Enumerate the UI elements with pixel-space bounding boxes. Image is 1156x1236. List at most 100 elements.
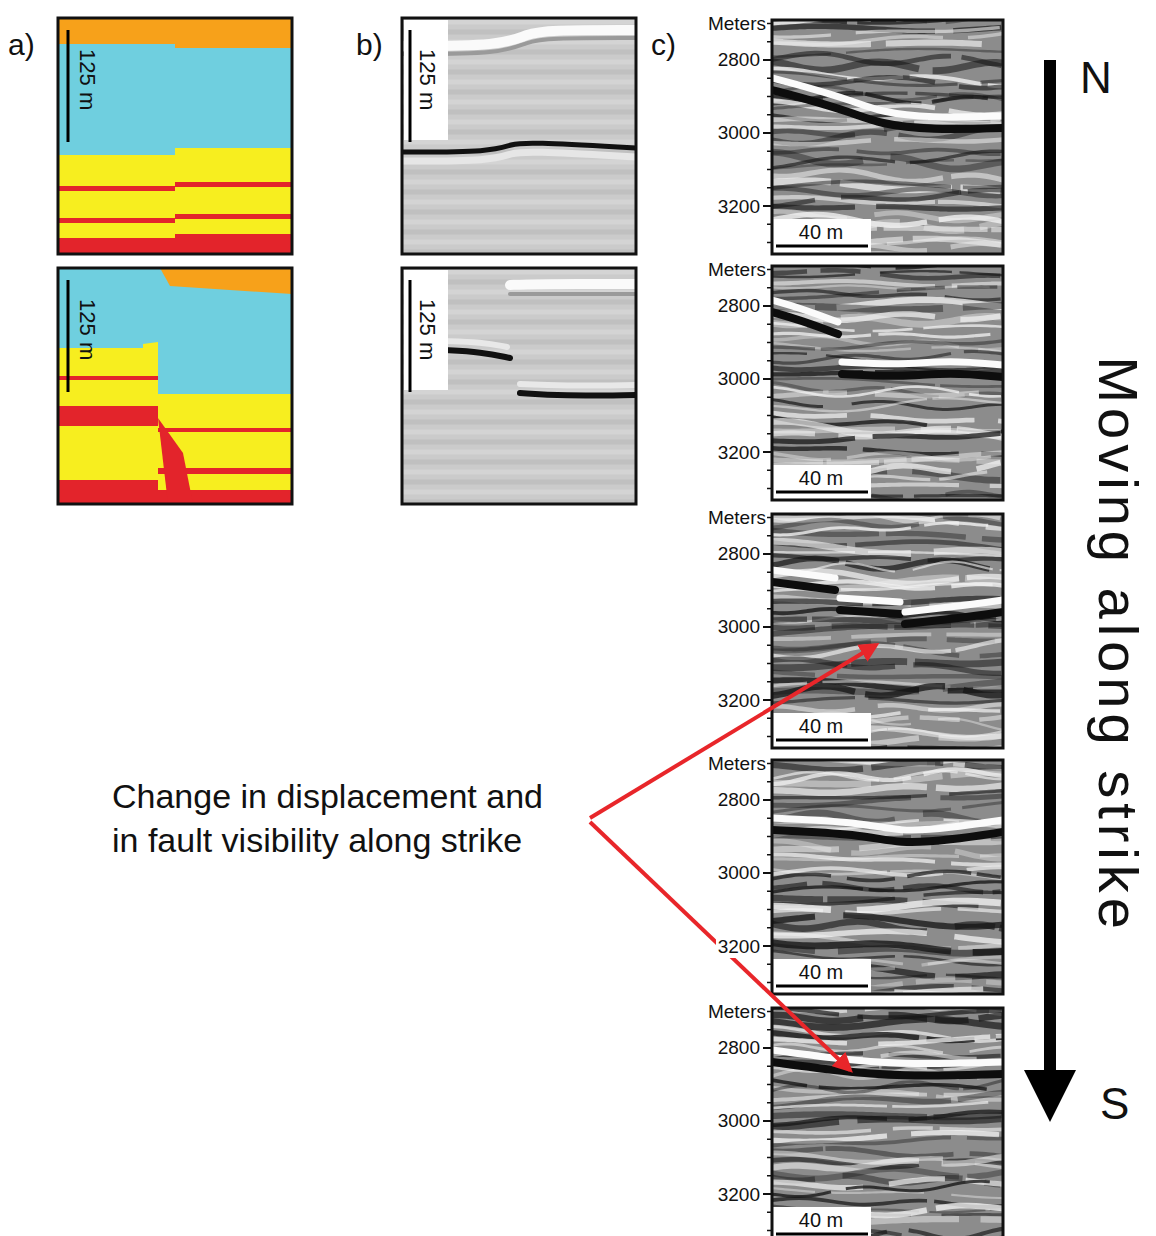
seismic-reflector [842, 362, 1003, 365]
seismic-trace [933, 97, 973, 101]
model-layer [175, 148, 292, 254]
scale-label: 125 m [415, 49, 440, 110]
seismic-trace [772, 446, 847, 451]
synthetic-trace [402, 470, 636, 475]
panel-border [58, 18, 292, 254]
seismic-trace [968, 190, 1003, 191]
scale-bar [67, 280, 70, 392]
synthetic-trace [402, 460, 636, 465]
seismic-trace [939, 736, 1003, 739]
seismic-trace [772, 898, 895, 904]
seismic-trace [772, 157, 895, 168]
seismic-trace [960, 193, 1003, 196]
tick-label: 3000 [716, 616, 762, 638]
seismic-trace [851, 661, 907, 663]
seismic-trace [920, 717, 960, 719]
seismic-trace [846, 49, 1003, 53]
seismic-trace [936, 785, 1003, 789]
seismic-reflector [840, 610, 900, 614]
seismic-trace [980, 81, 1003, 83]
scale-label: 40 m [799, 467, 843, 490]
seismic-trace [873, 433, 1001, 437]
seismic-trace [904, 956, 1003, 965]
seismic-trace [875, 393, 979, 396]
seismic-trace [966, 159, 1003, 162]
synthetic-trace [402, 210, 636, 215]
seismic-reflector [772, 830, 1003, 842]
seismic-trace [980, 654, 1003, 656]
model-layer [175, 234, 292, 254]
seismic-trace [955, 924, 995, 926]
tick-label: 2800 [716, 789, 762, 811]
seismic-trace [913, 562, 993, 570]
model-layer [58, 18, 292, 254]
seismic-reflector [772, 312, 838, 334]
seismic-trace [772, 399, 927, 411]
model-layer [160, 268, 292, 294]
tick-label: 3000 [716, 122, 762, 144]
synthetic-reflector [442, 341, 507, 347]
seismic-trace [965, 578, 1003, 582]
seismic-trace [846, 1181, 990, 1190]
seismic-trace [963, 305, 1003, 307]
seismic-trace [955, 640, 1003, 650]
seismic-trace [884, 228, 988, 229]
seismic-trace [841, 192, 961, 199]
model-layer [58, 218, 175, 223]
seismic-trace [951, 244, 1003, 247]
seismic-trace [772, 887, 863, 893]
seismic-trace [946, 492, 1002, 497]
seismic-trace [772, 551, 855, 554]
synthetic-reflector [520, 384, 636, 386]
seismic-trace [772, 37, 943, 45]
seismic-trace [772, 773, 911, 784]
seismic-trace [884, 453, 1003, 462]
model-layer [58, 186, 175, 191]
panel-border [772, 760, 1003, 994]
model-layer [158, 428, 292, 432]
seismic-panel [772, 760, 1003, 994]
seismic-trace [924, 892, 1003, 895]
model-layer [58, 238, 175, 254]
seismic-trace [772, 671, 815, 674]
seismic-trace [871, 762, 943, 767]
model-panel [58, 268, 292, 504]
seismic-trace [934, 550, 1003, 552]
callout-arrow [590, 645, 876, 818]
seismic-trace [897, 287, 945, 290]
scale-label: 40 m [799, 961, 843, 984]
strike-arrow-head [1024, 1070, 1076, 1122]
model-layer [58, 18, 175, 44]
seismic-panel [772, 514, 1003, 748]
seismic-trace [838, 432, 1003, 437]
seismic-trace [821, 341, 1003, 350]
seismic-trace [772, 188, 959, 195]
synthetic-trace [402, 190, 636, 195]
seismic-trace [878, 334, 990, 337]
synthetic-trace [402, 170, 636, 175]
seismic-trace [911, 1132, 999, 1134]
seismic-trace [772, 206, 855, 208]
seismic-reflector [772, 90, 1003, 129]
synthetic-trace [402, 400, 636, 405]
seismic-trace [979, 717, 1003, 720]
seismic-trace [772, 1192, 831, 1197]
synthetic-panel [402, 268, 636, 504]
scale-bar [776, 739, 868, 742]
scale-label: 40 m [799, 1209, 843, 1232]
seismic-trace [772, 118, 927, 121]
seismic-trace [887, 639, 927, 640]
seismic-trace [772, 271, 807, 273]
synthetic-reflector [442, 350, 510, 358]
seismic-trace [772, 598, 911, 604]
seismic-trace [980, 223, 1003, 228]
seismic-trace [938, 202, 1002, 206]
model-layer [58, 348, 158, 504]
seismic-trace [939, 472, 987, 479]
seismic-reflector [905, 612, 1003, 624]
seismic-trace [990, 484, 1003, 488]
axis-title: Meters [708, 13, 766, 35]
panel-border [772, 266, 1003, 500]
seismic-trace [977, 874, 1001, 877]
model-layer [175, 18, 292, 48]
